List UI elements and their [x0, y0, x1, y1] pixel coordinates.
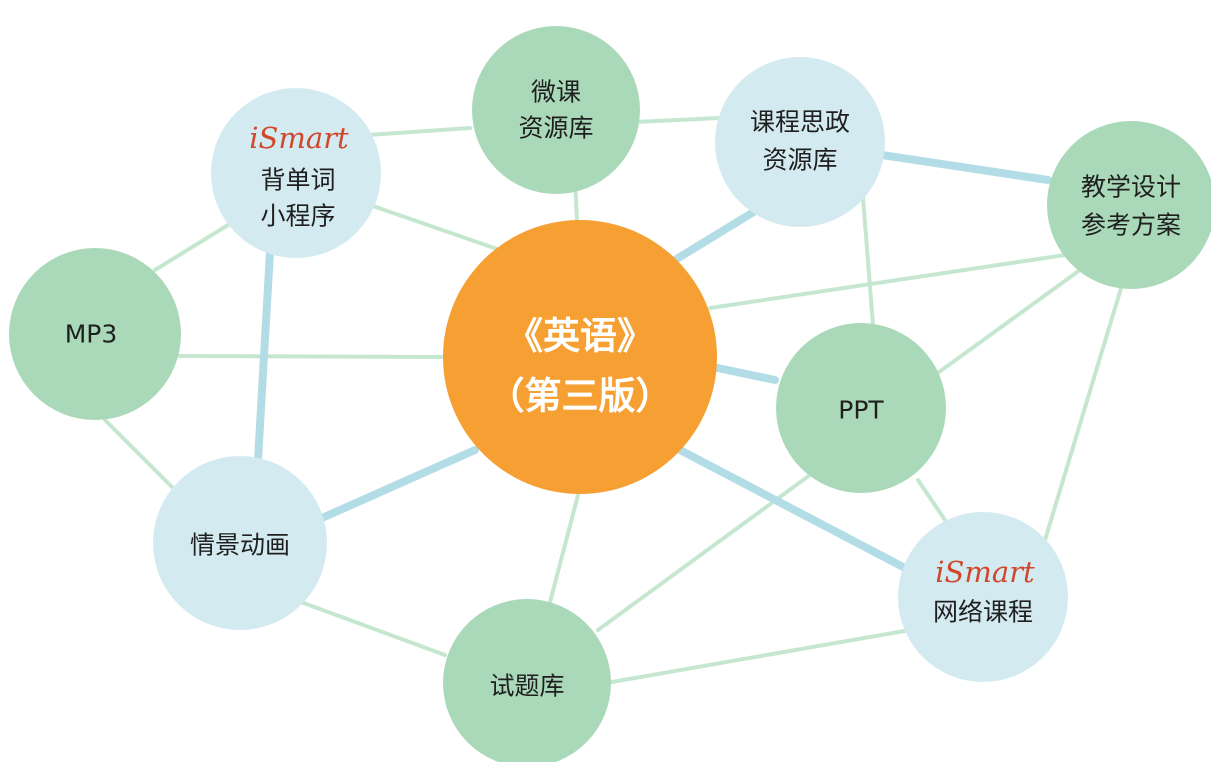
edge-kecheng-ppt	[860, 183, 875, 327]
node-center-line1: 《英语》	[506, 315, 654, 358]
node-jiaoxue-sheji-line1: 教学设计	[1081, 173, 1181, 202]
edge-mp3-center	[178, 354, 445, 359]
edge-center-shitiku	[546, 493, 580, 612]
edge-center-wangluo	[676, 446, 909, 572]
node-shitiku: 试题库	[443, 599, 611, 762]
node-shitiku-label: 试题库	[489, 672, 564, 701]
node-wangluo-kecheng-brand-logo: iSmart	[935, 555, 1035, 589]
edge-center-kecheng	[671, 201, 769, 264]
thin-edges	[103, 116, 1124, 684]
thick-edges	[254, 151, 1052, 572]
node-ppt: PPT	[776, 323, 946, 493]
edge-beidanci-qingjing	[254, 248, 274, 464]
node-beidanci-line2: 小程序	[260, 202, 335, 231]
node-beidanci-brand-logo: iSmart	[249, 121, 349, 155]
edge-mp3-qingjing	[103, 418, 177, 492]
node-wangluo-kecheng: iSmart 网络课程	[898, 512, 1068, 682]
edge-shitiku-wangluo	[610, 628, 912, 684]
node-kecheng-sizheng: 课程思政 资源库	[715, 57, 885, 227]
node-weike-circle	[472, 26, 640, 194]
edge-center-jiaoxue	[708, 253, 1067, 310]
node-weike: 微课 资源库	[472, 26, 640, 194]
node-center-circle	[443, 220, 717, 494]
node-beidanci-circle	[211, 88, 381, 258]
node-qingjing-donghua-label: 情景动画	[190, 531, 290, 560]
node-weike-line1: 微课	[531, 78, 581, 107]
node-mp3-label: MP3	[65, 320, 118, 349]
edge-center-ppt	[709, 363, 779, 384]
node-mp3-circle	[9, 248, 181, 420]
edge-beidanci-center	[368, 203, 502, 252]
node-center: 《英语》 （第三版）	[443, 220, 717, 494]
edge-ppt-jiaoxue	[933, 268, 1082, 377]
node-beidanci: iSmart 背单词 小程序	[211, 88, 381, 258]
edge-jiaoxue-wangluo	[1043, 283, 1124, 542]
node-ppt-label: PPT	[838, 396, 884, 425]
edge-center-qingjing	[318, 446, 479, 522]
node-wangluo-kecheng-line1: 网络课程	[933, 598, 1033, 627]
edge-weike-kecheng	[633, 116, 722, 124]
edge-qingjing-shitiku	[288, 596, 447, 657]
node-qingjing-donghua: 情景动画	[153, 456, 327, 630]
node-kecheng-sizheng-line2: 资源库	[762, 146, 837, 175]
node-ppt-circle	[776, 323, 946, 493]
node-wangluo-kecheng-circle	[898, 512, 1068, 682]
node-shitiku-circle	[443, 599, 611, 762]
edge-beidanci-mp3	[153, 223, 230, 272]
node-mp3: MP3	[9, 248, 181, 420]
edge-kecheng-jiaoxue	[878, 151, 1052, 184]
node-weike-line2: 资源库	[518, 114, 593, 143]
node-jiaoxue-sheji-circle	[1047, 121, 1211, 289]
node-qingjing-donghua-circle	[153, 456, 327, 630]
node-kecheng-sizheng-circle	[715, 57, 885, 227]
node-beidanci-line1: 背单词	[260, 166, 335, 195]
node-center-line2: （第三版）	[488, 375, 673, 418]
node-kecheng-sizheng-line1: 课程思政	[750, 108, 850, 137]
node-jiaoxue-sheji: 教学设计 参考方案	[1047, 121, 1211, 289]
node-jiaoxue-sheji-line2: 参考方案	[1081, 211, 1181, 240]
edge-ppt-wangluo	[916, 478, 947, 522]
